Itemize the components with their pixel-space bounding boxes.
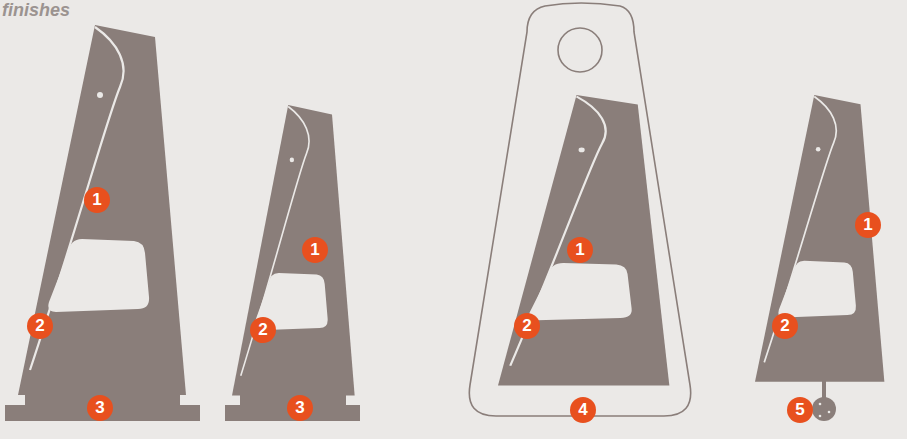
- stand-with-outline: [469, 3, 690, 416]
- section-title: finishes: [2, 0, 70, 21]
- callout-number: 1: [567, 237, 593, 263]
- callout-number: 5: [787, 397, 813, 423]
- stand-with-peg: [755, 95, 884, 421]
- stand-with-base: [5, 25, 200, 421]
- callout-number: 1: [84, 187, 110, 213]
- callout-number: 2: [772, 313, 798, 339]
- callout-number: 2: [514, 313, 540, 339]
- callout-number: 2: [250, 317, 276, 343]
- callout-number: 1: [855, 212, 881, 238]
- callout-number: 1: [302, 237, 328, 263]
- callout-number: 3: [287, 395, 313, 421]
- callout-number: 2: [27, 313, 53, 339]
- callout-number: 3: [87, 395, 113, 421]
- callout-number: 4: [570, 397, 596, 423]
- small-stand-with-base: [225, 105, 360, 421]
